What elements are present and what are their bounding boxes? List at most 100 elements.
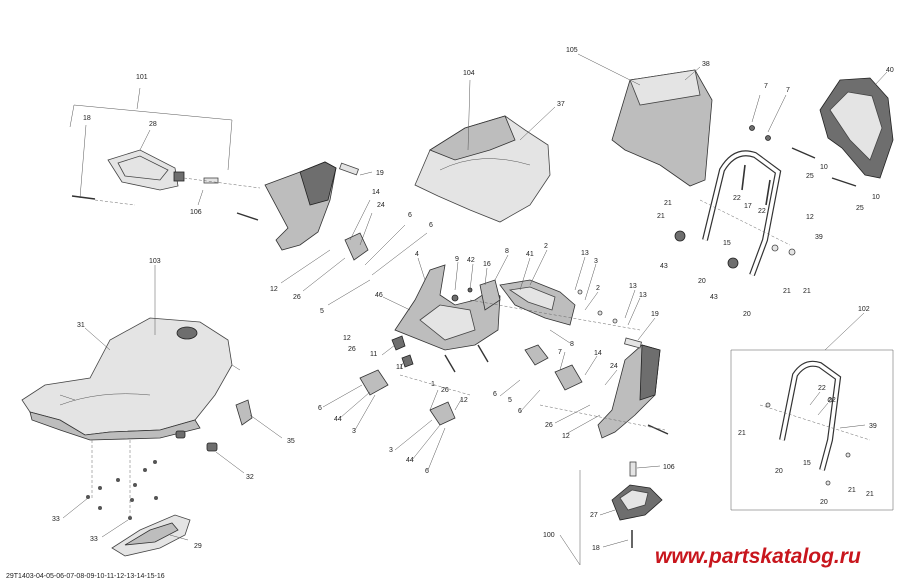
callout-label: 14 (594, 350, 602, 357)
left-side-panel-group (236, 161, 428, 306)
callout-label: 6 (318, 405, 322, 412)
grab-handle-assembly-group (69, 87, 261, 206)
callout-label: 14 (372, 189, 380, 196)
callout-label: 22 (828, 397, 836, 404)
screw-part[interactable] (831, 177, 857, 187)
callout-label: 24 (610, 363, 618, 370)
bolt-part[interactable] (236, 212, 259, 221)
callout-label: 7 (558, 349, 562, 356)
callout-label: 39 (815, 234, 823, 241)
callout-label: 20 (698, 278, 706, 285)
lower-bracket-part[interactable] (359, 369, 389, 396)
callout-label: 43 (660, 263, 668, 270)
callout-label: 12 (806, 214, 814, 221)
callout-label: 42 (467, 257, 475, 264)
callout-label: 1 (431, 381, 435, 388)
callout-label: 44 (406, 457, 414, 464)
callout-label: 8 (570, 341, 574, 348)
callout-label: 19 (376, 170, 384, 177)
watermark-text: www.partskatalog.ru (655, 545, 861, 568)
callout-label: 22 (758, 208, 766, 215)
rider-seat-part[interactable] (21, 317, 233, 436)
grommet-part[interactable] (727, 257, 739, 269)
callout-label: 5 (508, 397, 512, 404)
callout-label: 4 (415, 251, 419, 258)
callout-label: 40 (886, 67, 894, 74)
rod-part[interactable] (71, 195, 96, 200)
callout-label: 33 (52, 516, 60, 523)
callout-label: 22 (733, 195, 741, 202)
detail-inset-102 (730, 312, 894, 511)
bolt-part[interactable] (765, 179, 771, 206)
backrest-frame-part[interactable] (702, 150, 782, 277)
tube-part[interactable] (624, 337, 642, 349)
callout-label: 2 (596, 285, 600, 292)
callout-label: 17 (744, 203, 752, 210)
callout-label: 20 (775, 468, 783, 475)
seat-base-frame-group (382, 254, 509, 351)
bumper-part[interactable] (206, 442, 218, 452)
bracket-part[interactable] (344, 232, 369, 261)
callout-label: 12 (270, 286, 278, 293)
bracket-part[interactable] (554, 364, 583, 391)
callout-label: 33 (90, 536, 98, 543)
rider-seat-group (21, 265, 241, 441)
callout-label: 27 (590, 512, 598, 519)
pin-part[interactable] (477, 344, 489, 363)
pin-part[interactable] (444, 354, 456, 373)
callout-label: 46 (375, 292, 383, 299)
callout-label: 26 (293, 294, 301, 301)
right-side-panel-group (524, 317, 669, 439)
latch-part[interactable] (235, 399, 253, 426)
callout-label: 101 (136, 74, 148, 81)
callout-labels: 101 18 28 106 19 14 24 6 6 12 26 5 104 3… (52, 47, 894, 552)
seat-hardware-group (62, 399, 283, 557)
sleeve-part[interactable] (629, 461, 637, 477)
callout-label: 21 (803, 288, 811, 295)
tube-part[interactable] (339, 162, 359, 176)
callout-label: 21 (738, 430, 746, 437)
callout-label: 2 (544, 243, 548, 250)
bolt-part[interactable] (741, 164, 746, 191)
screw-part[interactable] (791, 147, 816, 159)
callout-label: 8 (505, 248, 509, 255)
callout-label: 11 (396, 364, 403, 371)
callout-label: 26 (441, 387, 449, 394)
callout-label: 35 (287, 438, 295, 445)
callout-label: 5 (320, 308, 324, 315)
callout-label: 38 (702, 61, 710, 68)
callout-label: 22 (818, 385, 826, 392)
callout-label: 6 (429, 222, 433, 229)
callout-label: 7 (786, 87, 790, 94)
grommet-part[interactable] (674, 230, 686, 242)
lower-bracket-part[interactable] (429, 401, 456, 426)
callout-label: 12 (562, 433, 570, 440)
inset-frame-part[interactable] (779, 360, 842, 471)
callout-label: 25 (806, 173, 814, 180)
callout-label: 10 (820, 164, 828, 171)
passenger-seat-group (414, 79, 556, 223)
callout-label: 106 (190, 209, 202, 216)
callout-label: 28 (149, 121, 157, 128)
callout-label: 25 (856, 205, 864, 212)
callout-label: 20 (743, 311, 751, 318)
callout-label: 11 (370, 351, 377, 358)
callout-label: 12 (460, 397, 468, 404)
callout-label: 24 (377, 202, 385, 209)
callout-label: 102 (858, 306, 870, 313)
callout-label: 43 (710, 294, 718, 301)
callout-label: 3 (389, 447, 393, 454)
bumper-part[interactable] (175, 430, 186, 439)
callout-label: 13 (629, 283, 637, 290)
handle-cap-part[interactable] (173, 171, 185, 182)
callout-label: 31 (77, 322, 85, 329)
bracket-part[interactable] (524, 344, 549, 366)
callout-label: 9 (455, 256, 459, 263)
callout-label: 16 (483, 261, 491, 268)
bolt-part[interactable] (647, 424, 669, 435)
callout-label: 10 (872, 194, 880, 201)
callout-label: 21 (657, 213, 665, 220)
callout-label: 41 (526, 251, 534, 258)
lower-bracket-group (322, 335, 541, 471)
